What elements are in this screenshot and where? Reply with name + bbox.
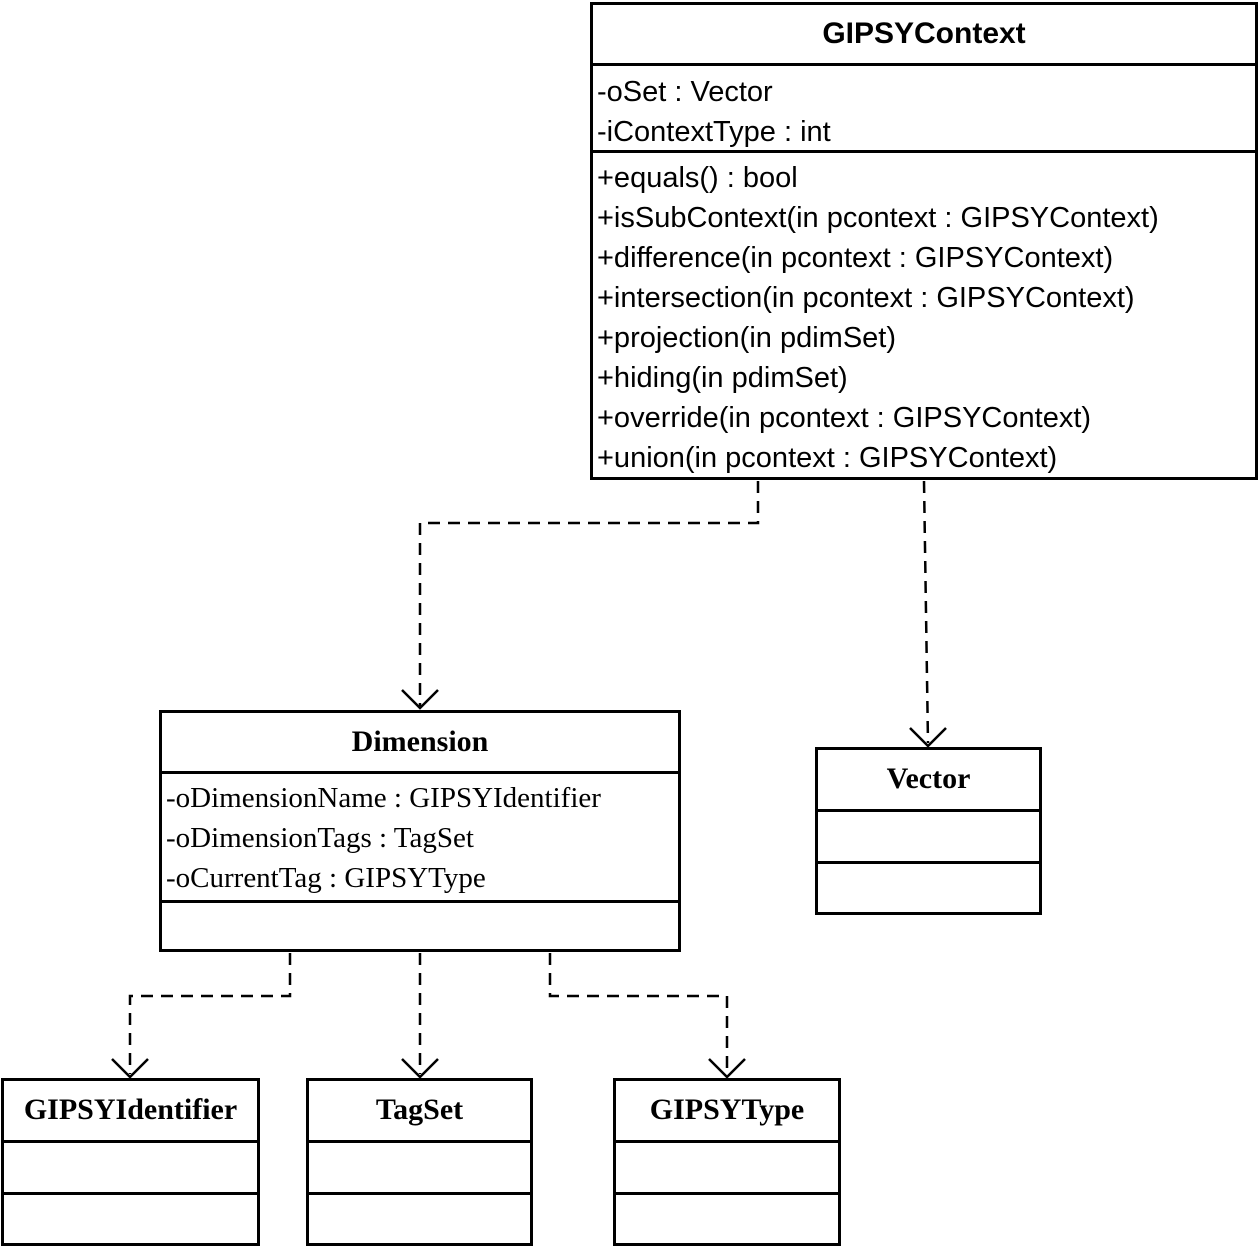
operation: +intersection(in pcontext : GIPSYContext… (597, 282, 1135, 314)
class-gipsy-type[interactable]: GIPSYType (613, 1078, 841, 1246)
operations-section: +equals() : bool +isSubContext(in pconte… (593, 153, 1255, 478)
class-name-gipsy-type: GIPSYType (616, 1081, 838, 1143)
attributes-section (309, 1143, 530, 1195)
dependency-context-dimension (418, 481, 760, 706)
dependency-dimension-identifier (128, 953, 292, 1074)
attribute: -oSet : Vector (597, 76, 773, 108)
operation: +difference(in pcontext : GIPSYContext) (597, 242, 1114, 274)
attributes-section: -oDimensionName : GIPSYIdentifier -oDime… (162, 774, 678, 903)
dependency-context-vector (922, 480, 930, 744)
class-tag-set[interactable]: TagSet (306, 1078, 533, 1246)
class-dimension[interactable]: Dimension -oDimensionName : GIPSYIdentif… (159, 710, 681, 952)
attributes-section (818, 812, 1039, 864)
operation: +isSubContext(in pcontext : GIPSYContext… (597, 202, 1159, 234)
operation: +override(in pcontext : GIPSYContext) (597, 402, 1092, 434)
class-name-dimension: Dimension (162, 713, 678, 774)
class-name-gipsy-identifier: GIPSYIdentifier (4, 1081, 257, 1143)
attribute: -iContextType : int (597, 116, 831, 148)
open-arrowhead (401, 689, 439, 710)
class-name-vector: Vector (818, 750, 1039, 812)
open-arrowhead (401, 1058, 439, 1079)
attributes-section: -oSet : Vector -iContextType : int (593, 66, 1255, 153)
operation: +projection(in pdimSet) (597, 322, 897, 354)
operation: +union(in pcontext : GIPSYContext) (597, 442, 1058, 474)
class-name-tag-set: TagSet (309, 1081, 530, 1143)
class-vector[interactable]: Vector (815, 747, 1042, 915)
open-arrowhead (909, 727, 947, 748)
attribute: -oDimensionName : GIPSYIdentifier (166, 782, 601, 814)
operation: +hiding(in pdimSet) (597, 362, 848, 394)
open-arrowhead (111, 1058, 149, 1079)
open-arrowhead (708, 1058, 746, 1079)
attribute: -oCurrentTag : GIPSYType (166, 862, 486, 894)
attribute: -oDimensionTags : TagSet (166, 822, 474, 854)
attributes-section (616, 1143, 838, 1195)
dependency-dimension-type (548, 953, 729, 1074)
class-gipsy-context[interactable]: GIPSYContext -oSet : Vector -iContextTyp… (590, 2, 1258, 480)
class-name-gipsy-context: GIPSYContext (593, 5, 1255, 66)
operation: +equals() : bool (597, 162, 798, 194)
attributes-section (4, 1143, 257, 1195)
class-gipsy-identifier[interactable]: GIPSYIdentifier (1, 1078, 260, 1246)
